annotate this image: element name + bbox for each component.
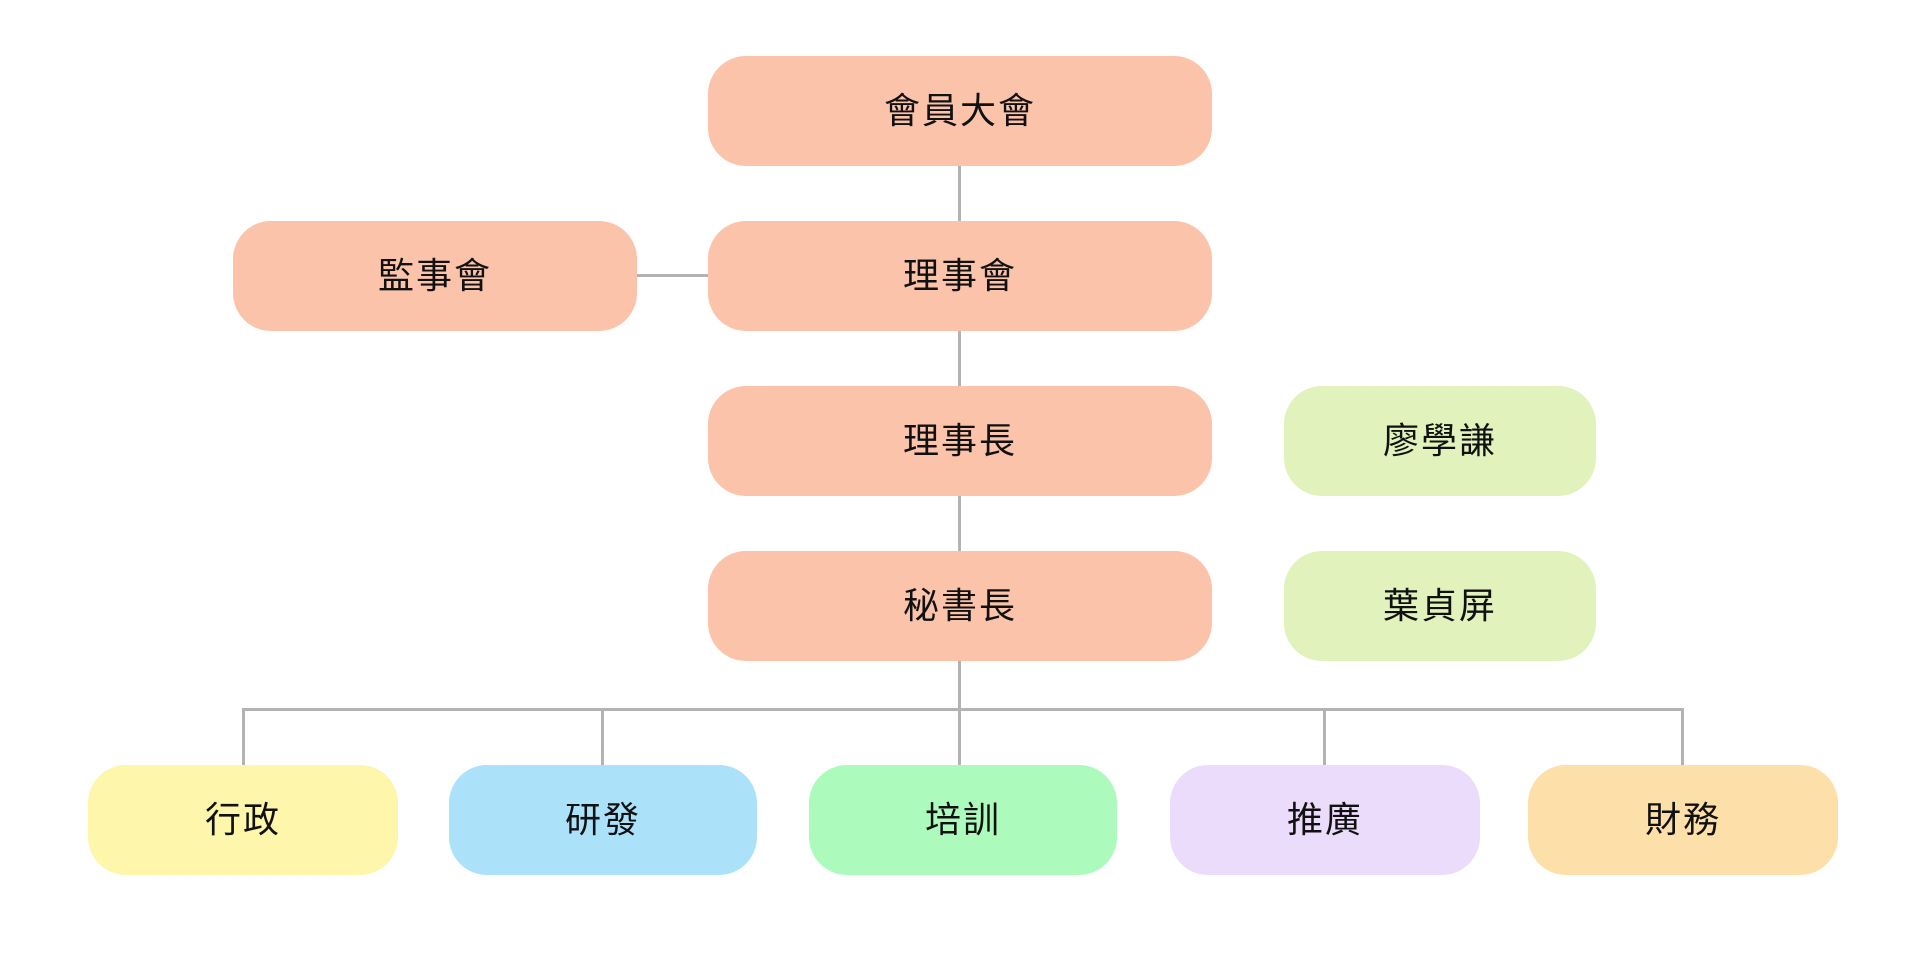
org-node-label: 葉貞屏: [1382, 585, 1497, 626]
connector-assembly-board: [958, 166, 961, 221]
org-node-board-directors[interactable]: 理事會: [708, 221, 1212, 331]
org-node-dept-admin[interactable]: 行政: [88, 765, 398, 875]
org-node-secretary-general[interactable]: 秘書長: [708, 551, 1212, 661]
connector-drop-admin: [242, 708, 245, 765]
connector-board-chairman: [958, 331, 961, 386]
connector-drop-finance: [1681, 708, 1684, 765]
connector-secretary-training: [958, 661, 961, 765]
org-node-label: 理事長: [902, 420, 1017, 461]
connector-drop-promotion: [1323, 708, 1326, 765]
connector-chairman-secretary: [958, 496, 961, 551]
org-node-chairman-name[interactable]: 廖學謙: [1284, 386, 1596, 496]
connector-departments-bus: [242, 708, 1684, 711]
org-node-secretary-name[interactable]: 葉貞屏: [1284, 551, 1596, 661]
org-node-label: 研發: [564, 799, 641, 840]
org-node-label: 廖學謙: [1382, 420, 1497, 461]
org-node-dept-training[interactable]: 培訓: [809, 765, 1117, 875]
org-node-label: 監事會: [377, 255, 492, 296]
org-node-dept-promotion[interactable]: 推廣: [1170, 765, 1480, 875]
org-node-label: 行政: [204, 799, 281, 840]
org-node-label: 推廣: [1286, 799, 1363, 840]
org-node-label: 會員大會: [883, 90, 1036, 131]
connector-supervisory-board: [637, 274, 708, 277]
org-node-label: 秘書長: [902, 585, 1017, 626]
org-node-dept-rnd[interactable]: 研發: [449, 765, 757, 875]
org-node-chairman[interactable]: 理事長: [708, 386, 1212, 496]
connector-drop-rnd: [601, 708, 604, 765]
org-node-label: 理事會: [902, 255, 1017, 296]
org-node-dept-finance[interactable]: 財務: [1528, 765, 1838, 875]
org-node-label: 培訓: [924, 799, 1001, 840]
org-node-label: 財務: [1644, 799, 1721, 840]
org-node-supervisory-board[interactable]: 監事會: [233, 221, 637, 331]
org-node-member-assembly[interactable]: 會員大會: [708, 56, 1212, 166]
